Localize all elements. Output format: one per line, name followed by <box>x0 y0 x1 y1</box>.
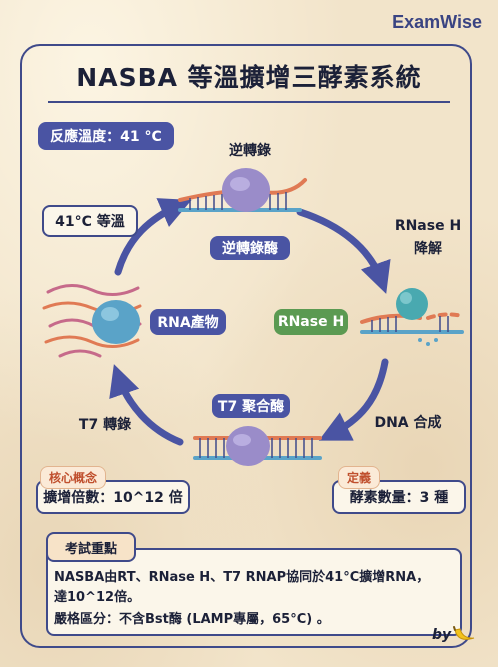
t7-transcription-label: T7 轉錄 <box>78 417 132 433</box>
definition-tag: 定義 <box>338 466 381 489</box>
rnase-h-label-line1: RNase H <box>394 218 462 234</box>
isothermal-pill: 41°C 等溫 <box>42 205 138 237</box>
reaction-temperature-pill: 反應溫度：41 °C <box>38 122 174 150</box>
rnase-h-degradation-illustration <box>360 288 464 346</box>
rnase-h-pill: RNase H <box>274 309 348 335</box>
signature-text: by <box>432 627 452 643</box>
t7-polymerase-pill: T7 聚合酶 <box>212 394 290 418</box>
t7-dna-synthesis-illustration <box>193 426 322 466</box>
exam-point-line-1: NASBA由RT、RNase H、T7 RNAP協同於41°C擴增RNA， <box>54 570 430 585</box>
exam-points-box <box>46 548 462 636</box>
arrow-top-right <box>296 208 391 294</box>
exam-point-line-2: 達10^12倍。 <box>54 590 141 605</box>
rna-product-pill: RNA產物 <box>150 309 226 335</box>
exam-points-tab: 考試重點 <box>46 532 136 562</box>
dna-synthesis-label: DNA 合成 <box>374 415 442 431</box>
amplification-fold-box: 擴增倍數：10^12 倍 <box>36 480 190 514</box>
exam-point-line-3: 嚴格區分：不含Bst酶 (LAMP專屬，65°C) 。 <box>54 612 330 627</box>
page-title: NASBA 等溫擴增三酵素系統 <box>76 63 422 92</box>
brand-logo: ExamWise <box>392 12 482 32</box>
banana-icon <box>453 626 475 640</box>
arrow-bottom-left <box>109 364 184 446</box>
content-frame <box>20 44 472 648</box>
rna-products-illustration <box>42 284 142 358</box>
arrow-bottom-right <box>318 358 389 441</box>
reverse-transcription-label: 逆轉錄 <box>229 143 271 159</box>
reverse-transcription-illustration <box>178 168 307 212</box>
rnase-h-label-line2: 降解 <box>414 241 442 257</box>
reverse-transcriptase-pill: 逆轉錄酶 <box>210 236 290 260</box>
arrow-top-left <box>114 198 192 276</box>
title-divider <box>48 101 450 103</box>
core-concept-tag: 核心概念 <box>40 466 107 489</box>
